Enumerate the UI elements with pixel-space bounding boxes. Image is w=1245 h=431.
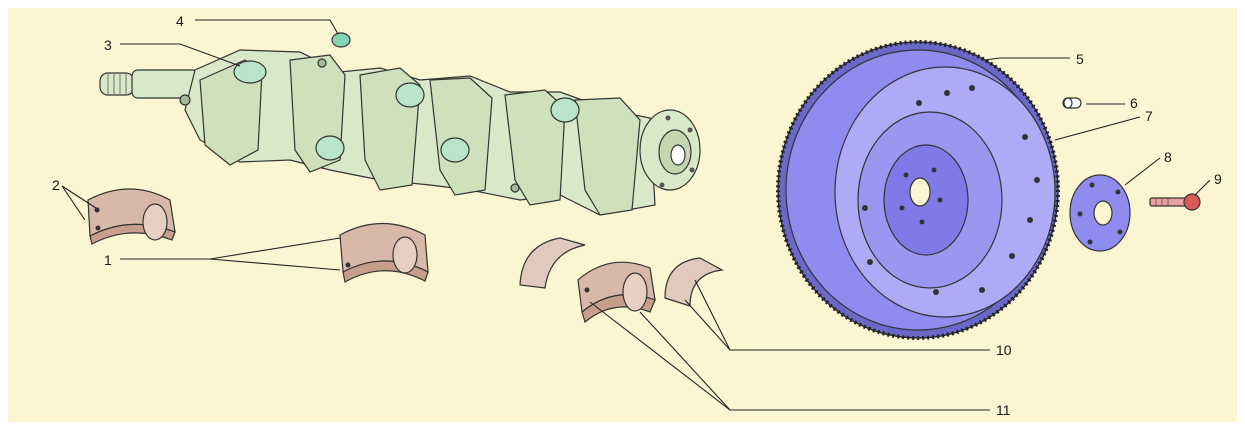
crank-journal-4 — [441, 138, 469, 162]
crank-journal-5 — [551, 98, 579, 122]
callout-3: 3 — [104, 37, 112, 53]
flywheel — [778, 42, 1058, 338]
crankshaft-front-thread — [100, 73, 134, 95]
washer-plate-part-8 — [1070, 175, 1130, 251]
callout-9: 9 — [1214, 171, 1222, 187]
callout-1: 1 — [104, 252, 112, 268]
crank-journal-3 — [396, 83, 424, 107]
callout-6: 6 — [1130, 95, 1138, 111]
callout-11: 11 — [996, 402, 1011, 418]
callout-4: 4 — [176, 13, 184, 29]
plug-part-4 — [332, 33, 350, 47]
crank-journal-2 — [316, 136, 344, 160]
callout-10: 10 — [996, 342, 1012, 358]
crank-journal-1 — [234, 61, 266, 83]
callout-8: 8 — [1164, 149, 1172, 165]
callout-7: 7 — [1145, 108, 1153, 124]
callout-2: 2 — [52, 177, 60, 193]
dowel-pin-part-6 — [1063, 98, 1081, 108]
callout-5: 5 — [1076, 51, 1084, 67]
